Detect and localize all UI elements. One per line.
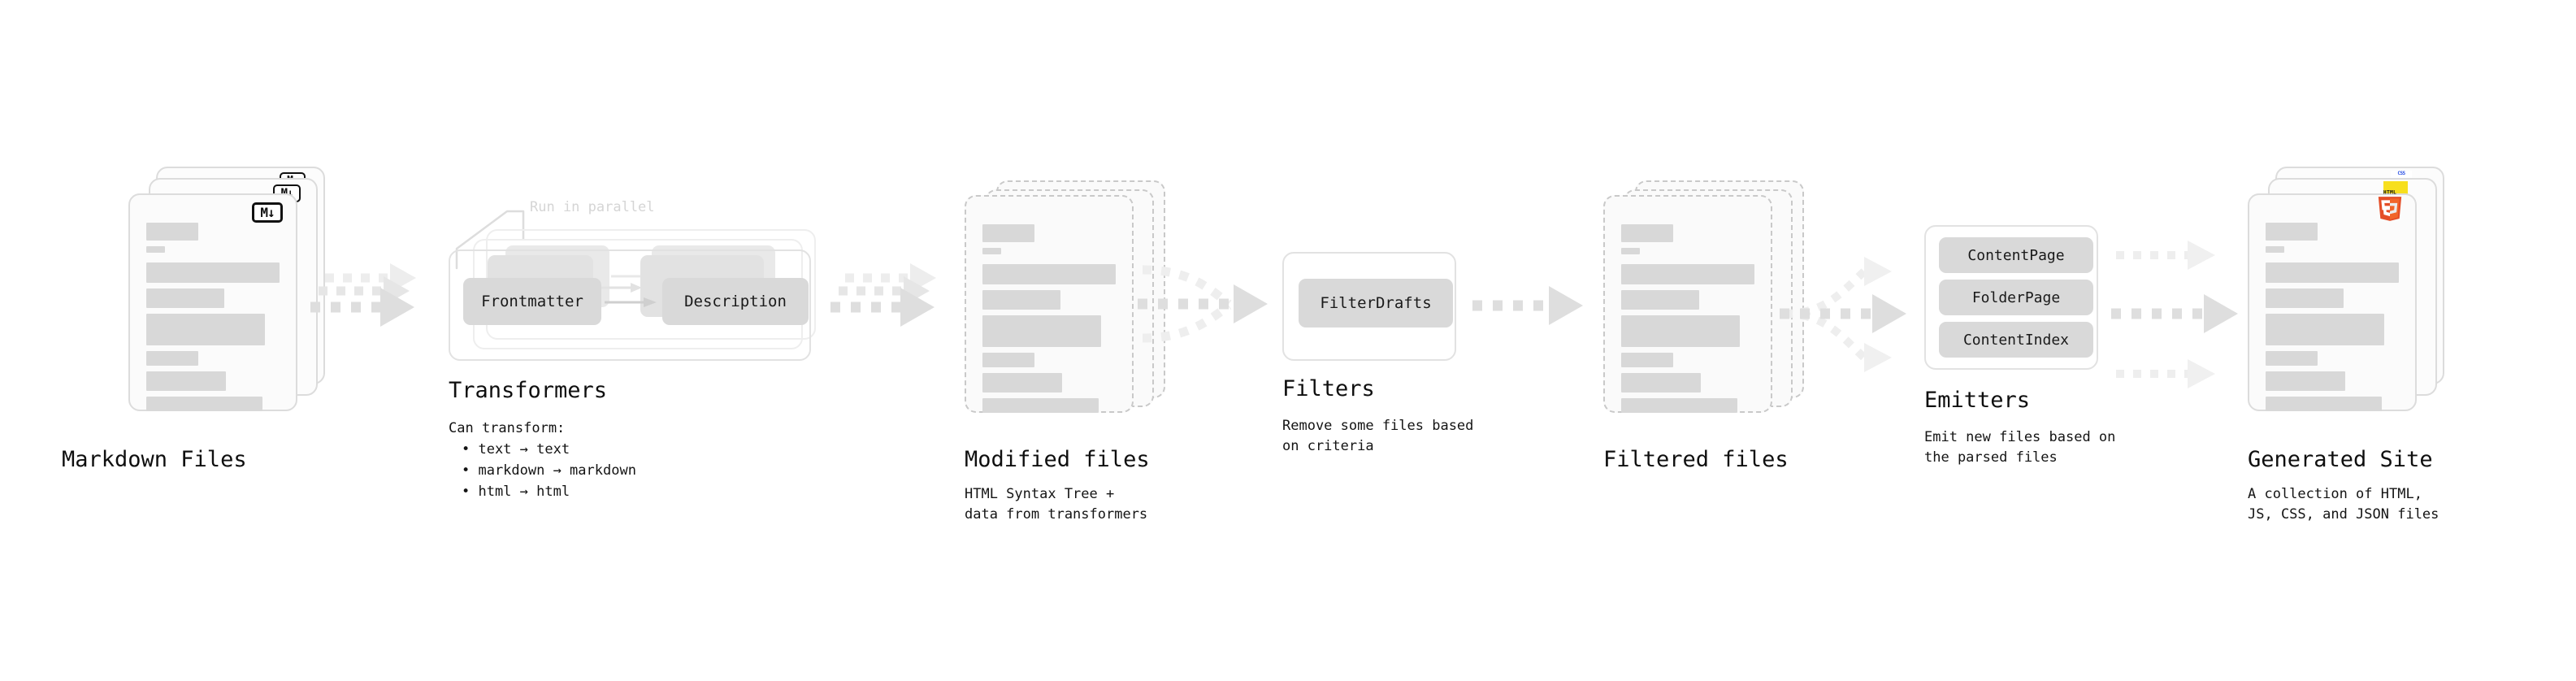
transformer-arrow-ghost-mid <box>598 283 642 293</box>
stage-subtitle: Emit new files based on the parsed files <box>1924 429 2116 466</box>
content-bar <box>2266 397 2382 411</box>
modified-card-content <box>966 197 1132 413</box>
stage-title: Markdown Files <box>62 447 247 472</box>
content-bar <box>2266 246 2284 253</box>
content-bar <box>1621 248 1640 254</box>
content-bar <box>1621 224 1673 242</box>
content-bar <box>1621 353 1673 367</box>
content-bar <box>982 224 1034 242</box>
content-bar <box>982 248 1001 254</box>
emitter-pill-contentindex[interactable]: ContentIndex <box>1939 322 2093 358</box>
transform-capability-list-item: • html → html <box>462 484 570 500</box>
transform-capability-list-item: • text → text <box>462 441 570 458</box>
js-icon <box>2383 181 2408 194</box>
content-bar <box>982 398 1099 413</box>
filtered-file-card <box>1603 195 1772 413</box>
content-bar <box>2266 262 2399 283</box>
html5-icon: HTML <box>2376 189 2404 221</box>
content-bar <box>982 290 1060 310</box>
transformer-arrow-main <box>605 297 657 307</box>
run-in-parallel-label: Run in parallel <box>530 199 655 215</box>
transform-capability-list-item: • markdown → markdown <box>462 462 636 479</box>
content-bar <box>146 288 224 308</box>
emitter-pill-contentpage[interactable]: ContentPage <box>1939 237 2093 273</box>
content-bar <box>1621 290 1699 310</box>
transformers-panel <box>449 249 811 361</box>
stage-title: Generated Site <box>2248 447 2433 472</box>
content-bar <box>1621 315 1740 347</box>
stage-title: Filters <box>1282 376 1375 401</box>
content-bar <box>146 314 265 345</box>
content-bar <box>1621 264 1754 284</box>
markdown-icon: M↓ <box>252 202 283 223</box>
modified-file-card <box>965 195 1134 413</box>
connector-md-to-transformers <box>310 263 416 327</box>
content-bar <box>982 264 1116 284</box>
html5-icon-glyph: HTML <box>2378 189 2402 221</box>
content-bar <box>2266 288 2344 308</box>
content-bar <box>146 223 198 241</box>
content-bar <box>2266 371 2345 391</box>
generated-site-card <box>2248 193 2417 411</box>
connector-filtered-to-emitters <box>1780 257 1906 372</box>
transformer-pill-frontmatter[interactable]: Frontmatter <box>463 278 601 325</box>
filtered-card-content <box>1605 197 1771 413</box>
content-bar <box>146 246 165 253</box>
markdown-file-card <box>128 193 297 411</box>
stage-title: Transformers <box>449 378 608 403</box>
connector-filters-to-filtered <box>1472 286 1583 325</box>
content-bar <box>982 373 1062 393</box>
content-bar <box>2266 223 2318 241</box>
stage-subtitle: Can transform: <box>449 420 566 436</box>
stage-title: Filtered files <box>1603 447 1789 472</box>
content-bar <box>2266 314 2384 345</box>
connector-emitters-to-site <box>2111 241 2238 388</box>
stage-title: Modified files <box>965 447 1150 472</box>
transformer-pill-description[interactable]: Description <box>662 278 809 325</box>
connector-transformers-to-modified <box>830 263 936 327</box>
markdown-card-content <box>130 195 296 411</box>
stage-subtitle: Remove some files based on criteria <box>1282 418 1474 454</box>
stage-title: Emitters <box>1924 388 2031 413</box>
filter-pill-filterdrafts[interactable]: FilterDrafts <box>1299 279 1453 327</box>
content-bar <box>1621 398 1737 413</box>
svg-text:HTML: HTML <box>2383 189 2396 196</box>
stage-subtitle: HTML Syntax Tree + data from transformer… <box>965 486 1148 523</box>
site-card-content <box>2249 195 2415 411</box>
content-bar <box>2266 351 2318 366</box>
emitters-panel <box>1924 225 2098 370</box>
connector-modified-to-filters <box>1138 265 1268 343</box>
filters-panel <box>1282 252 1456 361</box>
content-bar <box>146 397 262 411</box>
content-bar <box>1621 373 1701 393</box>
content-bar <box>982 315 1101 347</box>
emitter-pill-folderpage[interactable]: FolderPage <box>1939 280 2093 315</box>
content-bar <box>982 353 1034 367</box>
content-bar <box>146 371 226 391</box>
content-bar <box>146 351 198 366</box>
stage-subtitle: A collection of HTML, JS, CSS, and JSON … <box>2248 486 2439 523</box>
content-bar <box>146 262 280 283</box>
